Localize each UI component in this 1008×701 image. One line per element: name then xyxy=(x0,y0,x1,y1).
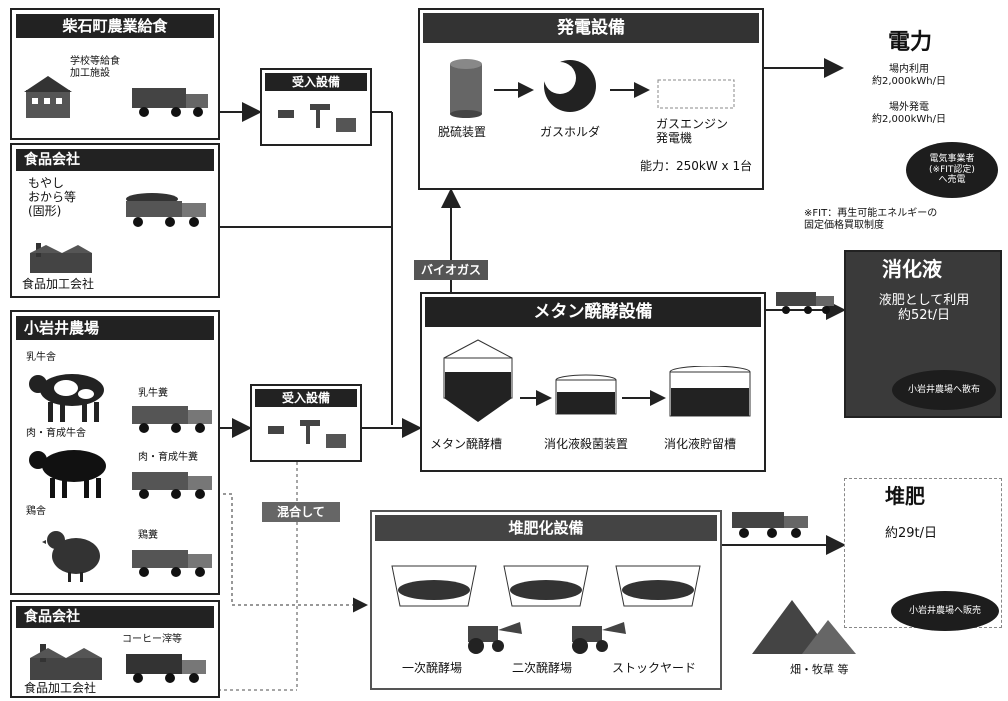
food-company-2-plant: 食品加工会社 xyxy=(24,681,97,695)
food-company-1-truck-icon xyxy=(124,191,210,233)
power-output-panel: 電力 場内利用 約2,000kWh/日 場外発電 約2,000kWh/日 電気事… xyxy=(844,30,1002,206)
dairy-manure-label: 乳牛糞 xyxy=(138,388,168,399)
gas-holder-icon xyxy=(540,58,600,118)
biogas-label: バイオガス xyxy=(414,260,488,280)
receiving-upper-title: 受入設備 xyxy=(265,73,367,91)
digestate-badge-text: 小岩井農場へ散布 xyxy=(907,384,980,395)
school-facility-label: 学校等給食 加工施設 xyxy=(70,56,120,79)
food-factory-2-icon xyxy=(26,642,106,686)
digestate-storage-icon xyxy=(668,365,752,426)
mixed-label: 混合して xyxy=(262,502,340,522)
methane-plant-title: メタン醗酵設備 xyxy=(425,297,761,327)
food-company-2-truck-icon xyxy=(124,650,210,688)
methane-fermenter-label: メタン醗酵槽 xyxy=(430,437,503,451)
compost-badge-text: 小岩井農場へ販売 xyxy=(908,605,981,616)
digestate-output-panel: 消化液 液肥として利用 約52t/日 小岩井農場へ散布 xyxy=(844,250,1002,418)
primary-fermentation-icon xyxy=(388,556,480,616)
loader-1-icon xyxy=(458,620,524,660)
food-company-1-title: 食品会社 xyxy=(16,149,214,171)
school-truck-icon xyxy=(132,82,212,122)
desulfurizer-icon xyxy=(448,58,484,122)
loader-2-icon xyxy=(562,620,628,660)
compost-amount: 約29t/日 xyxy=(885,526,938,541)
dairy-cow-icon xyxy=(26,368,116,430)
compost-plant-panel: 堆肥化設備 一次醗酵場 二次醗酵場 ストックヤード xyxy=(370,510,722,690)
poultry-manure-label: 鶏糞 xyxy=(138,530,158,541)
fit-note: ※FIT：再生可能エネルギーの 固定価格買取制度 xyxy=(804,208,938,231)
poultry-house-label: 鶏舎 xyxy=(26,506,46,517)
beef-manure-label: 肉・育成牛糞 xyxy=(138,452,198,463)
food-company-2-panel: 食品会社 コーヒー滓等 食品加工会社 xyxy=(10,600,220,698)
chicken-icon xyxy=(42,522,106,586)
stockyard-icon xyxy=(612,556,704,616)
power-capacity-label: 能力：250kW x 1台 xyxy=(640,159,753,173)
power-sale-badge-text: 電気事業者 (※FIT認定) へ売電 xyxy=(929,153,975,186)
sterilizer-icon xyxy=(554,374,618,424)
gas-holder-label: ガスホルダ xyxy=(540,125,601,139)
farm-source-panel: 小岩井農場 乳牛舎 乳牛糞 肉・育成牛舎 肉・育成牛糞 鶏舎 鶏糞 xyxy=(10,310,220,595)
primary-fermentation-label: 一次醗酵場 xyxy=(402,661,463,675)
power-output-title: 電力 xyxy=(888,30,933,55)
dairy-manure-truck-icon xyxy=(130,400,216,438)
secondary-fermentation-icon xyxy=(500,556,592,616)
food-factory-1-icon xyxy=(26,241,96,279)
food-company-2-title: 食品会社 xyxy=(16,606,214,628)
compost-output-panel: 堆肥 約29t/日 小岩井農場へ販売 xyxy=(844,478,1002,631)
receiving-upper-machine-icon xyxy=(276,98,360,142)
compost-output-title: 堆肥 xyxy=(885,484,925,508)
desulfurizer-label: 脱硫装置 xyxy=(438,125,487,139)
beef-cow-icon xyxy=(26,444,116,506)
dairy-barn-label: 乳牛舎 xyxy=(26,352,56,363)
beef-manure-truck-icon xyxy=(130,466,216,504)
digestate-output-title: 消化液 xyxy=(882,257,942,281)
receiving-lower-panel: 受入設備 xyxy=(250,384,362,462)
gas-engine-icon xyxy=(656,76,736,116)
farm-title: 小岩井農場 xyxy=(16,316,214,340)
secondary-fermentation-label: 二次醗酵場 xyxy=(512,661,573,675)
field-label: 畑・牧草 等 xyxy=(790,663,849,676)
digestate-badge: 小岩井農場へ散布 xyxy=(892,370,996,410)
methane-flow-arrows xyxy=(520,390,666,406)
power-internal-use: 場内利用 約2,000kWh/日 xyxy=(872,64,947,87)
compost-badge: 小岩井農場へ販売 xyxy=(891,591,999,631)
beef-barn-label: 肉・育成牛舎 xyxy=(26,428,86,439)
methane-fermenter-icon xyxy=(438,338,518,428)
power-flow-arrows xyxy=(494,82,650,98)
receiving-lower-title: 受入設備 xyxy=(255,389,357,407)
sterilizer-label: 消化液殺菌装置 xyxy=(544,437,629,451)
food-company-1-plant: 食品加工会社 xyxy=(22,277,95,291)
stockyard-label: ストックヤード xyxy=(612,661,697,675)
digestate-storage-label: 消化液貯留槽 xyxy=(664,437,737,451)
digestate-truck-icon xyxy=(774,290,838,320)
power-plant-panel: 発電設備 脱硫装置 ガスホルダ ガスエンジン 発電機 能力：250kW x 1台 xyxy=(418,8,764,190)
power-plant-title: 発電設備 xyxy=(423,13,759,43)
power-sale-badge: 電気事業者 (※FIT認定) へ売電 xyxy=(906,142,998,198)
receiving-upper-panel: 受入設備 xyxy=(260,68,372,146)
compost-plant-title: 堆肥化設備 xyxy=(375,515,717,541)
food-company-2-material: コーヒー滓等 xyxy=(122,634,182,645)
school-building-icon xyxy=(24,72,74,126)
food-company-1-panel: 食品会社 もやし おから等 (固形) 食品加工会社 xyxy=(10,143,220,298)
field-pile-icon xyxy=(752,590,862,664)
digestate-usage: 液肥として利用 約52t/日 xyxy=(878,293,970,323)
school-source-panel: 柴石町農業給食 学校等給食 加工施設 xyxy=(10,8,220,140)
school-source-title: 柴石町農業給食 xyxy=(16,14,214,38)
gas-engine-label: ガスエンジン 発電機 xyxy=(656,117,729,145)
power-external-sale: 場外発電 約2,000kWh/日 xyxy=(872,102,947,125)
methane-plant-panel: メタン醗酵設備 メタン醗酵槽 消化液殺菌装置 消化液貯留槽 xyxy=(420,292,766,472)
poultry-manure-truck-icon xyxy=(130,544,216,582)
compost-truck-icon xyxy=(730,510,814,544)
receiving-lower-machine-icon xyxy=(266,414,350,458)
food-company-1-material: もやし おから等 (固形) xyxy=(28,176,77,218)
